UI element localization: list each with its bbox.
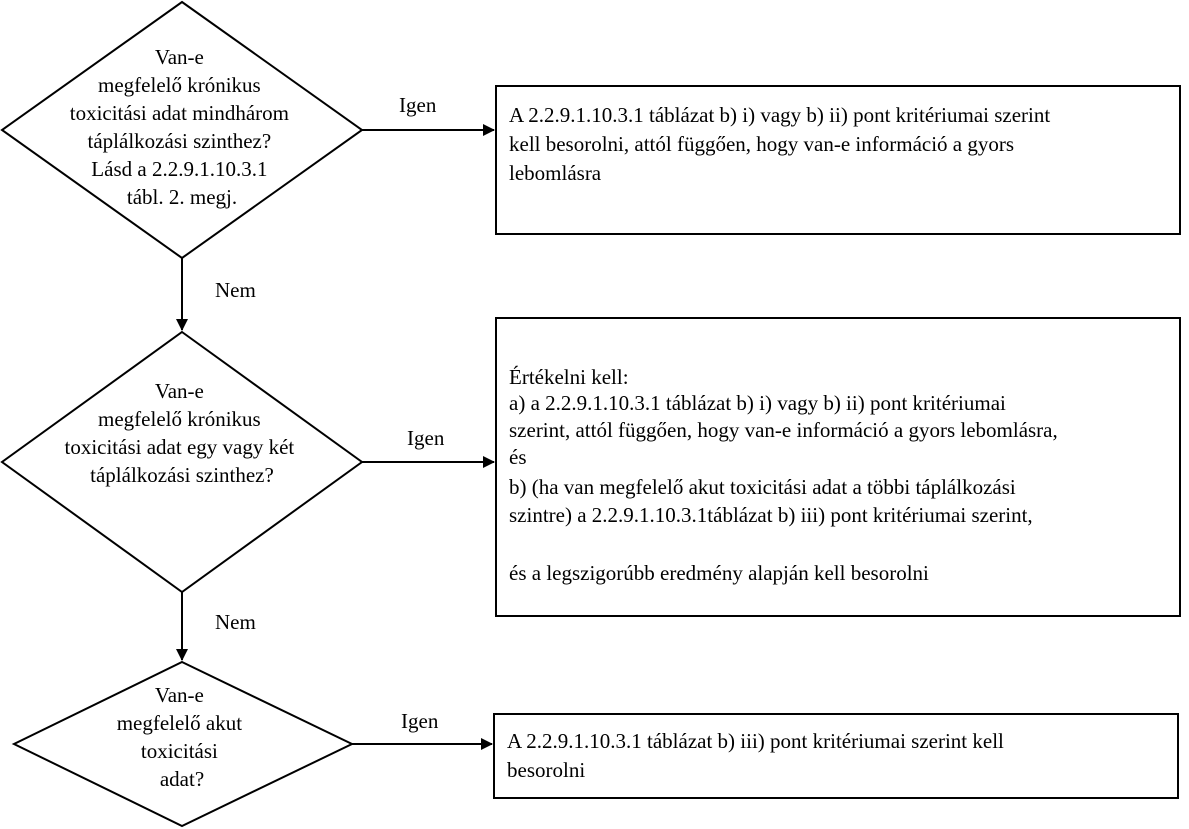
decision-2-line: Van-e [155,379,204,403]
decision-3-line: Van-e [155,683,204,707]
decision-1-line: toxicitási adat mindhárom [70,101,289,125]
decision-3: Van-e megfelelő akut toxicitási adat? [11,660,355,828]
outcome-1-line: lebomlásra [509,161,602,185]
outcome-2-line: és [509,445,527,469]
decision-2-line: táplálkozási szinthez? [90,463,274,487]
no-label-2: Nem [215,610,256,634]
outcome-2-text: Értékelni kell: a) a 2.2.9.1.10.3.1 tábl… [509,365,1063,585]
decision-3-line: adat? [160,767,204,791]
decision-1-text: Van-e megfelelő krónikus toxicitási adat… [70,45,295,209]
decision-1: Van-e megfelelő krónikus toxicitási adat… [0,0,364,260]
decision-1-line: megfelelő krónikus [98,73,261,97]
decision-2: Van-e megfelelő krónikus toxicitási adat… [0,330,364,594]
decision-1-line: Lásd a 2.2.9.1.10.3.1 [91,157,267,181]
outcome-3-line: besorolni [507,758,585,782]
yes-label-1: Igen [399,93,437,117]
outcome-2-line: szintre) a 2.2.9.1.10.3.1táblázat b) iii… [509,503,1033,527]
decision-1-line: tábl. 2. megj. [127,185,237,209]
outcome-3-text: A 2.2.9.1.10.3.1 táblázat b) iii) pont k… [507,729,1009,782]
outcome-3: A 2.2.9.1.10.3.1 táblázat b) iii) pont k… [493,713,1179,799]
outcome-3-box [493,713,1179,799]
outcome-1-line: A 2.2.9.1.10.3.1 táblázat b) i) vagy b) … [509,103,1050,127]
outcome-2-line: szerint, attól függően, hogy van-e infor… [509,418,1058,442]
decision-2-line: megfelelő krónikus [98,407,261,431]
outcome-3-line: A 2.2.9.1.10.3.1 táblázat b) iii) pont k… [507,729,1004,753]
no-label-1: Nem [215,278,256,302]
yes-label-2: Igen [407,426,445,450]
decision-2-line: toxicitási adat egy vagy két [64,435,294,459]
decision-2-diamond [0,330,364,594]
decision-3-text: Van-e megfelelő akut toxicitási adat? [117,683,248,791]
outcome-1-text: A 2.2.9.1.10.3.1 táblázat b) i) vagy b) … [509,103,1055,185]
outcome-2-box [495,317,1181,617]
decision-1-line: Van-e [155,45,204,69]
outcome-2-line: és a legszigorúbb eredmény alapján kell … [509,561,929,585]
outcome-1: A 2.2.9.1.10.3.1 táblázat b) i) vagy b) … [495,85,1181,235]
decision-1-line: táplálkozási szinthez? [88,129,272,153]
outcome-2-line: Értékelni kell: [509,365,629,389]
outcome-2: Értékelni kell: a) a 2.2.9.1.10.3.1 tábl… [495,317,1181,617]
decision-3-line: toxicitási [141,739,218,763]
yes-label-3: Igen [401,709,439,733]
outcome-2-line: b) (ha van megfelelő akut toxicitási ada… [509,475,1016,499]
decision-2-text: Van-e megfelelő krónikus toxicitási adat… [64,379,299,487]
outcome-2-line: a) a 2.2.9.1.10.3.1 táblázat b) i) vagy … [509,391,1006,415]
decision-3-diamond [11,660,355,828]
decision-3-line: megfelelő akut [117,711,243,735]
outcome-1-line: kell besorolni, attól függően, hogy van-… [509,132,1014,156]
outcome-1-box [495,85,1181,235]
